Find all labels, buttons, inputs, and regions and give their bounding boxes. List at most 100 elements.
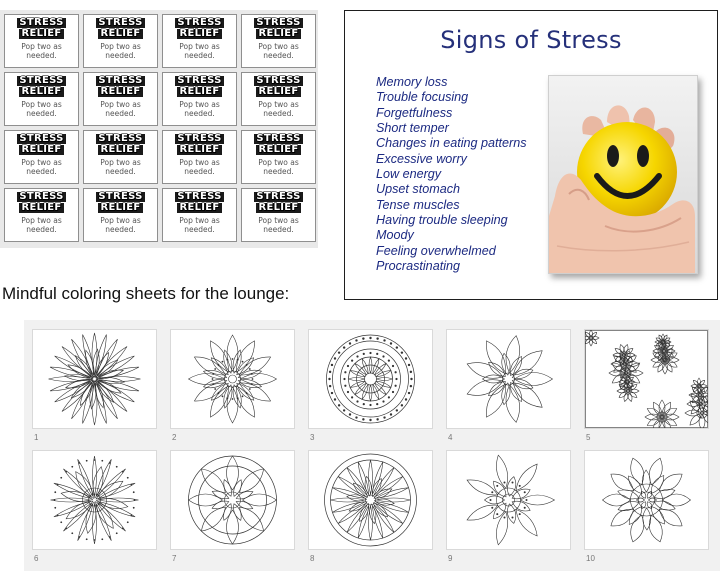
mandala-10-icon (602, 457, 691, 543)
tag-note: Pop two as needed. (100, 158, 141, 176)
tag-title-line: RELIEF (98, 28, 143, 39)
tag-title-line: STRESS (175, 191, 224, 202)
tag-note: Pop two as needed. (179, 158, 220, 176)
coloring-sheet-thumbnail[interactable] (446, 329, 571, 429)
tag-note: Pop two as needed. (100, 100, 141, 118)
sign-item: Feeling overwhelmed (376, 243, 496, 258)
mandala-9-icon (466, 454, 556, 546)
coloring-sheet-thumbnail[interactable] (170, 450, 295, 550)
thumbnail-number: 1 (34, 433, 39, 442)
sign-item: Excessive worry (376, 151, 467, 166)
tag-title-line: STRESS (96, 191, 145, 202)
thumbnail-number: 8 (310, 554, 315, 563)
coloring-sheet-thumbnail[interactable] (446, 450, 571, 550)
sign-item: Having trouble sleeping (376, 213, 508, 228)
tag-title-line: RELIEF (98, 202, 143, 213)
tag-title-line: STRESS (17, 17, 66, 28)
tag-title-line: RELIEF (256, 202, 301, 213)
tag-title-line: STRESS (17, 75, 66, 86)
stress-ball-photo (548, 75, 698, 274)
thumbnail-number: 6 (34, 554, 39, 563)
tag-title-line: STRESS (96, 75, 145, 86)
tag-title-line: STRESS (254, 75, 303, 86)
sign-item: Changes in eating patterns (376, 136, 527, 151)
tag-title-line: RELIEF (256, 86, 301, 97)
tag-note: Pop two as needed. (100, 216, 141, 234)
tag-note: Pop two as needed. (258, 158, 299, 176)
tag-title-line: STRESS (96, 17, 145, 28)
tag-note: Pop two as needed. (179, 42, 220, 60)
coloring-sheets-caption: Mindful coloring sheets for the lounge: (2, 284, 290, 303)
tag-note: Pop two as needed. (21, 100, 62, 118)
tag-title-line: STRESS (254, 17, 303, 28)
tag-title-line: STRESS (254, 191, 303, 202)
thumbnail-number: 5 (586, 433, 591, 442)
mandala-4-icon (466, 335, 554, 423)
thumbnail-number: 7 (172, 554, 177, 563)
coloring-sheet-thumbnail[interactable] (308, 329, 433, 429)
sign-item: Forgetfulness (376, 105, 453, 120)
tag-note: Pop two as needed. (21, 158, 62, 176)
tag-title-line: STRESS (175, 17, 224, 28)
coloring-sheet-thumbnail[interactable] (584, 450, 709, 550)
tag-title-line: RELIEF (177, 28, 222, 39)
coloring-sheet-thumbnail[interactable] (32, 450, 157, 550)
coloring-sheet-thumbnail[interactable] (308, 450, 433, 550)
tag-note: Pop two as needed. (258, 216, 299, 234)
tag-note: Pop two as needed. (21, 216, 62, 234)
thumbnail-number: 4 (448, 433, 453, 442)
tag-note: Pop two as needed. (179, 100, 220, 118)
mandala-3-icon (326, 334, 415, 424)
thumbnail-number: 10 (586, 554, 595, 563)
tag-title-line: RELIEF (98, 144, 143, 155)
tag-note: Pop two as needed. (258, 42, 299, 60)
tag-title-line: RELIEF (98, 86, 143, 97)
sign-item: Procrastinating (376, 259, 460, 274)
coloring-sheet-thumbnail[interactable] (584, 329, 709, 429)
tag-title-line: STRESS (17, 133, 66, 144)
tag-title-line: RELIEF (19, 202, 64, 213)
sign-item: Memory loss (376, 75, 448, 89)
sign-item: Trouble focusing (376, 90, 469, 105)
sign-item: Short temper (376, 121, 449, 136)
mandala-7-icon (187, 455, 278, 545)
coloring-sheet-thumbnail[interactable] (32, 329, 157, 429)
sign-item: Moody (376, 228, 414, 243)
thumbnail-number: 3 (310, 433, 315, 442)
thumbnail-number: 9 (448, 554, 453, 563)
tag-title-line: STRESS (175, 75, 224, 86)
tag-title-line: STRESS (96, 133, 145, 144)
tag-title-line: RELIEF (177, 144, 222, 155)
coloring-sheet-thumbnail[interactable] (170, 329, 295, 429)
tag-title-line: RELIEF (177, 86, 222, 97)
tag-note: Pop two as needed. (179, 216, 220, 234)
tag-title-line: RELIEF (177, 202, 222, 213)
